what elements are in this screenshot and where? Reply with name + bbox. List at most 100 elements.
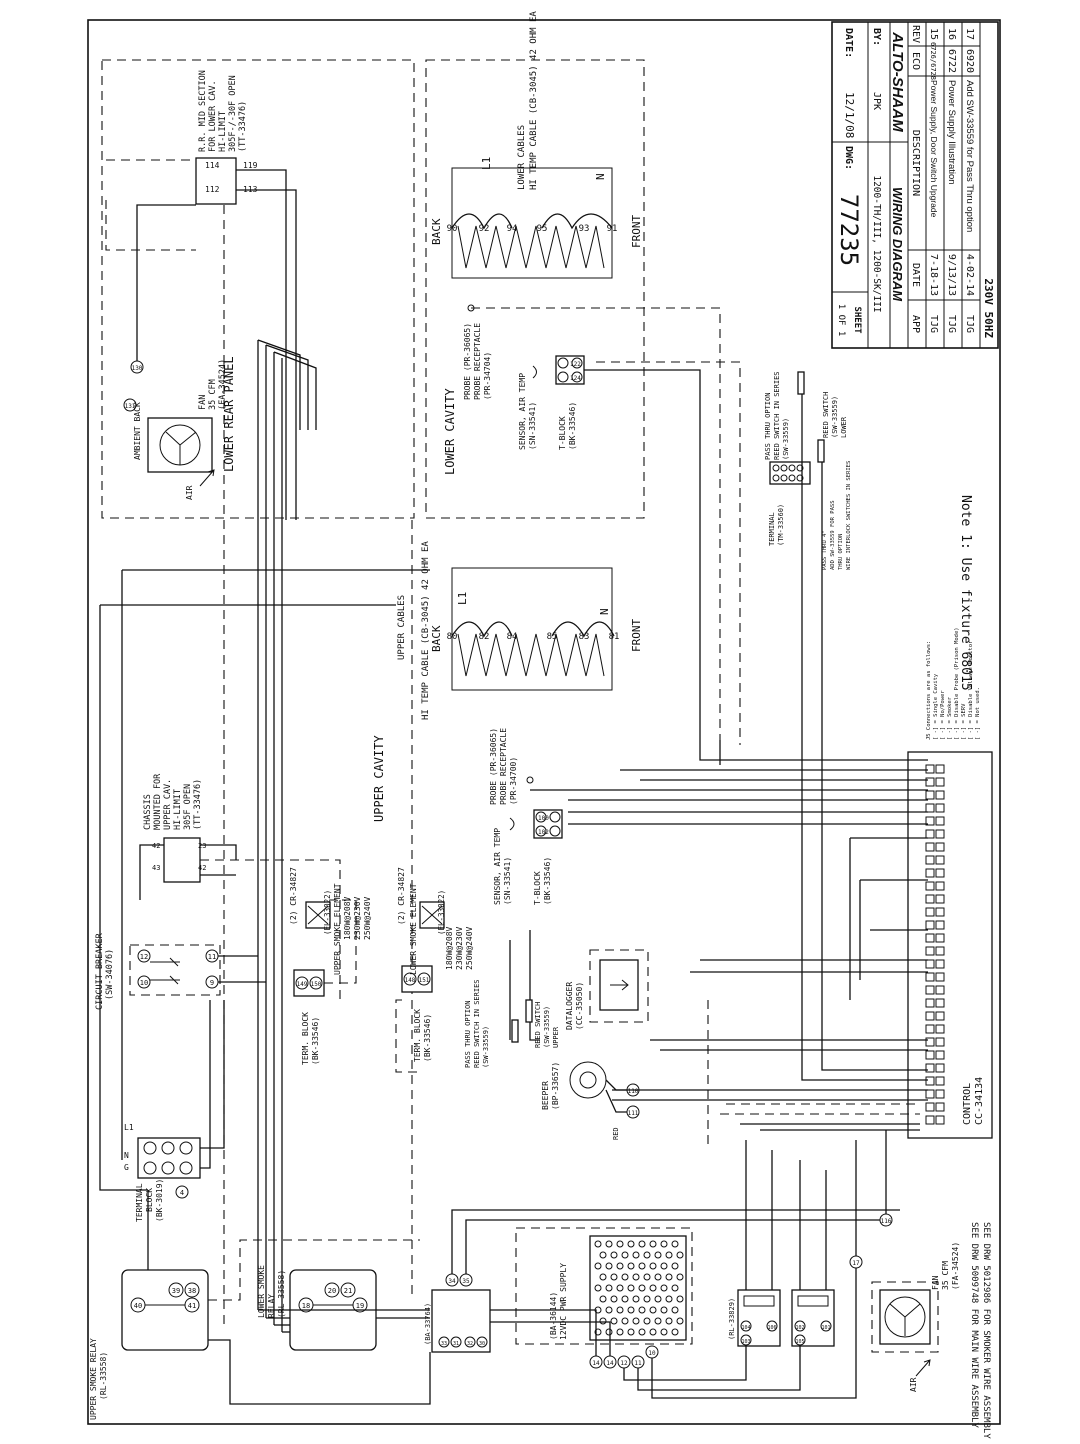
- control-pin: [925, 959, 935, 969]
- date-value: 12/1/08: [843, 92, 856, 138]
- lower-rear-panel-label: LOWER REAR PANEL: [222, 356, 236, 472]
- bottom-note-smoker-wire: SEE DRW 5012986 FOR SMOKER WIRE ASSEMBLY: [981, 1222, 991, 1439]
- dwg-number: 77235: [835, 194, 863, 266]
- fan-lower-label-1: FAN: [198, 395, 208, 410]
- main-term-4: 4: [180, 1189, 184, 1197]
- upper-cable-n: N: [598, 608, 611, 615]
- control-pin: [935, 790, 945, 800]
- relay-term-102: 102: [795, 1325, 804, 1331]
- control-label-1: CONTROL: [962, 1083, 973, 1125]
- note-1: Note 1: Use fixture 68015: [958, 495, 973, 691]
- upper-probe-group: 100 102 PROBE (PR-36065) PROBE RECEPTACL…: [489, 728, 563, 905]
- probe-upper-label-3: (PR-34700): [509, 757, 518, 805]
- lse-label-4: 180W@208V: [445, 926, 454, 970]
- vent-hole: [621, 1295, 629, 1303]
- rr-mid-section-hi-limit: 112 114 113 119 R.R. MID SECTION FOR LOW…: [105, 70, 297, 520]
- tbm-label-1: TERMINAL: [135, 1183, 144, 1222]
- control-pin: [935, 1011, 945, 1021]
- datalogger: DATALOGGER (CC-35050): [565, 949, 649, 1030]
- upper-cable-front: FRONT: [630, 619, 643, 652]
- lsr-term-18: 18: [302, 1302, 310, 1310]
- vent-hole: [616, 1284, 624, 1292]
- cb-term-12: 12: [140, 953, 148, 961]
- vent-hole: [599, 1273, 607, 1281]
- vent-hole: [638, 1328, 646, 1336]
- beeper-label-1: BEEPER: [541, 1081, 550, 1110]
- vent-hole: [605, 1240, 613, 1248]
- fan-lower-label-3: (FA-34524): [218, 359, 228, 410]
- sheet-border: [87, 19, 1001, 1425]
- control-pin: [925, 764, 935, 774]
- voltage-label: 230V 50HZ: [982, 278, 995, 338]
- control-pin: [935, 764, 945, 774]
- lower-cavity-zone: [425, 59, 645, 519]
- control-pin: [925, 1050, 935, 1060]
- chassis-label-2: MOUNTED FOR: [153, 773, 163, 830]
- vent-hole: [638, 1240, 646, 1248]
- upper-cavity-label: UPPER CAVITY: [372, 735, 386, 822]
- pass-thru-upper-label-2: REED SWITCH IN SERIES: [473, 979, 481, 1068]
- upper-cable-term-85: 85: [547, 632, 558, 642]
- j5-connections-note: J5 Connections are as follows: [ -] = Si…: [926, 627, 981, 740]
- app-cell-15: TJG: [928, 315, 939, 333]
- tb-upper-term-149: 149: [297, 981, 308, 988]
- upper-cables: 80 82 84 85 83 81 BACK FRONT L1 N UPPER …: [397, 541, 643, 720]
- chassis-label-6: (TT-33476): [193, 779, 203, 830]
- lower-cable-term-94: 94: [507, 224, 518, 234]
- control-pin: [935, 946, 945, 956]
- vent-hole: [671, 1284, 679, 1292]
- vent-hole: [676, 1317, 684, 1325]
- usb-icon: [610, 979, 629, 991]
- air-lower-label: AIR: [185, 485, 194, 500]
- control-pin: [925, 946, 935, 956]
- main-terminal-block: L1 N G 4 TERMINAL BLOCK (BK-3019): [124, 1000, 225, 1222]
- pass-thru-note-3: THRU OPTION: [838, 534, 844, 570]
- control-pin: [935, 1037, 945, 1047]
- upper-cable-label-2: HI TEMP CABLE (CB-3045) 42 OHM EA: [421, 541, 431, 720]
- rr-term-113: 113: [243, 185, 258, 194]
- control-pin: [925, 933, 935, 943]
- ps-term-14b: 14: [606, 1360, 614, 1367]
- lsr-label-1: LOWER SMOKE: [257, 1265, 266, 1318]
- beeper-term-111: 111: [628, 1110, 639, 1117]
- lsr-label-2: RELAY: [267, 1294, 276, 1318]
- lower-cable-label-1: LOWER CABLES: [517, 125, 527, 190]
- fan-upper-label-3: (FA-34524): [951, 1242, 960, 1290]
- upper-cable-term-80: 80: [447, 632, 458, 642]
- reed-lower-label-3: LOWER: [840, 416, 848, 438]
- lower-cable-front: FRONT: [630, 215, 643, 248]
- vent-hole: [627, 1262, 635, 1270]
- control-pin: [935, 933, 945, 943]
- tb-upper-term-150: 150: [311, 981, 322, 988]
- chassis-label-3: UPPER CAV.: [163, 779, 173, 830]
- vent-hole: [605, 1262, 613, 1270]
- app-cell-17: TJG: [964, 315, 975, 333]
- chassis-label-5: 305F OPEN: [183, 784, 193, 830]
- rl-relays: 104 106 102 101 103 105 (RL-33829): [728, 1140, 835, 1347]
- lower-fan: 131 130 AMBIENT BACK FAN 35 CFM (FA-3452…: [123, 204, 228, 500]
- lsr-label-3: (RL-33558): [277, 1270, 286, 1318]
- j5-note-7: [ -] = Not used.: [975, 687, 981, 740]
- tblock-lower-label-2: (BK-33546): [568, 402, 577, 450]
- sheet-label: SHEET: [852, 306, 862, 334]
- control-pin: [935, 907, 945, 917]
- lsr-term-19: 19: [356, 1302, 364, 1310]
- control-pin: [925, 777, 935, 787]
- vent-hole: [632, 1273, 640, 1281]
- reed-upper-label-2: (SW-33559): [543, 1006, 551, 1048]
- beeper-term-110: 110: [628, 1088, 639, 1095]
- upper-cable-label-1: UPPER CABLES: [397, 595, 407, 660]
- control-pin: [935, 1063, 945, 1073]
- upper-fan: 17 116 FAN 35 CFM (FA-34524) AIR: [849, 1130, 960, 1392]
- vent-hole: [616, 1306, 624, 1314]
- vent-hole: [654, 1317, 662, 1325]
- relay-term-101: 101: [821, 1325, 830, 1331]
- control-pin: [925, 907, 935, 917]
- lower-cable-l1: L1: [480, 157, 493, 170]
- air-arrow-icon: [199, 469, 215, 487]
- usr-term-39: 39: [172, 1287, 180, 1295]
- lower-cable-term-90: 90: [447, 224, 458, 234]
- header-rev: REV: [910, 25, 921, 43]
- control-pin: [925, 1063, 935, 1073]
